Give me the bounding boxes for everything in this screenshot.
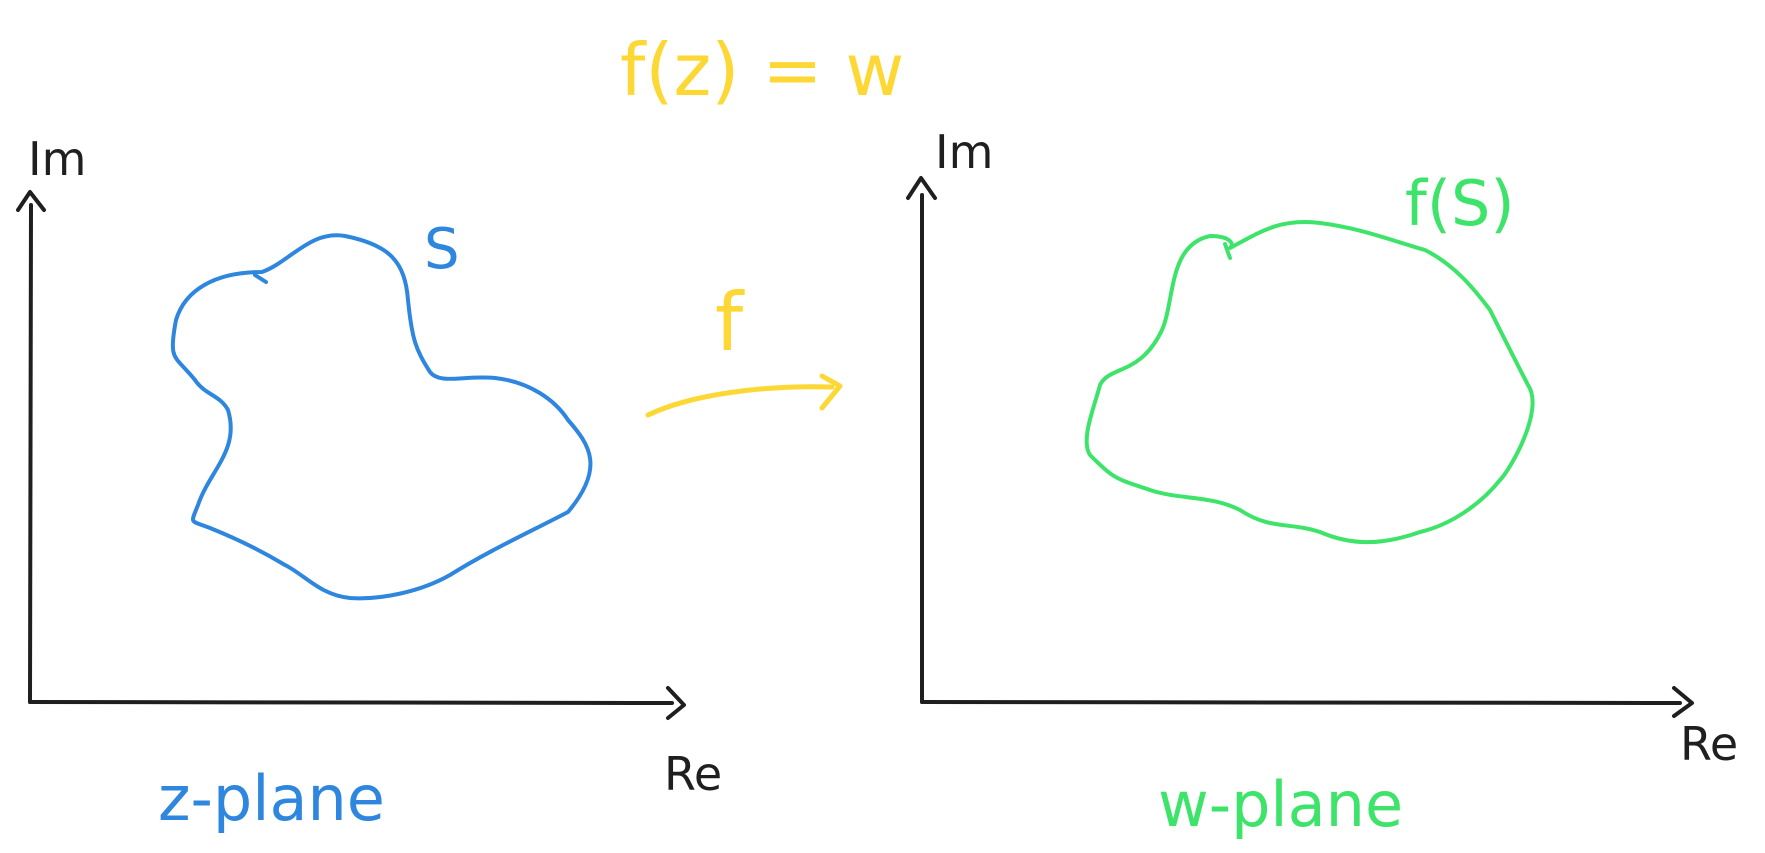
w-imag-axis-label: Im bbox=[935, 125, 993, 179]
z-imag-axis-label: Im bbox=[28, 132, 86, 186]
z-curve-s bbox=[170, 233, 593, 601]
mapping-arrow bbox=[645, 384, 835, 418]
z-curve-pen-tick bbox=[253, 273, 268, 284]
mapping-equation: f(z) = w bbox=[620, 28, 904, 112]
mapping-arrowhead bbox=[819, 373, 843, 411]
z-real-axis-arrowhead bbox=[666, 686, 686, 720]
w-plane: Im Re f(S) w-plane bbox=[906, 125, 1738, 841]
w-imag-axis-arrowhead bbox=[906, 176, 937, 200]
z-imag-axis bbox=[28, 203, 33, 704]
z-curve-label: S bbox=[424, 217, 460, 282]
z-real-axis-label: Re bbox=[664, 747, 722, 801]
w-curve-pen-tick bbox=[1223, 242, 1232, 260]
w-curve-fs bbox=[1084, 220, 1535, 545]
w-real-axis-label: Re bbox=[1680, 717, 1738, 771]
mapping-arrow-label: f bbox=[715, 276, 745, 369]
mapping: f(z) = w f bbox=[620, 28, 904, 418]
z-real-axis bbox=[28, 700, 674, 705]
w-plane-label: w-plane bbox=[1158, 768, 1403, 841]
w-curve-label: f(S) bbox=[1405, 167, 1515, 240]
z-plane: Im Re S z-plane bbox=[16, 132, 722, 835]
z-imag-axis-arrowhead bbox=[16, 190, 46, 212]
w-real-axis-arrowhead bbox=[1672, 686, 1694, 718]
w-real-axis bbox=[920, 700, 1682, 705]
z-plane-label: z-plane bbox=[158, 762, 385, 835]
